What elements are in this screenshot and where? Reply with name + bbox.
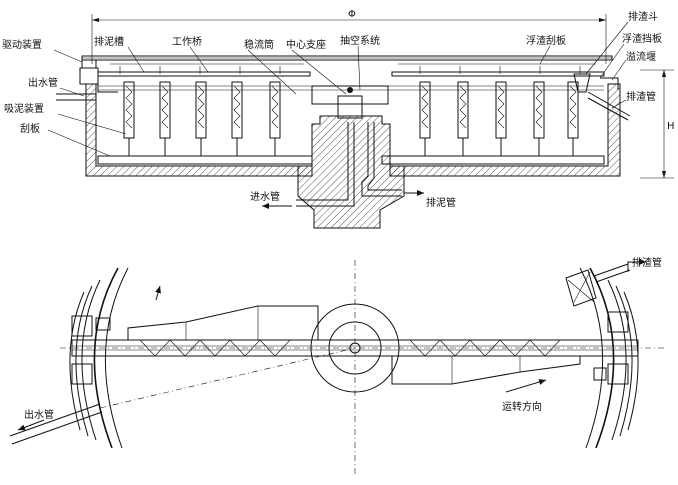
- label-sludge-pipe: 排泥管: [426, 196, 456, 209]
- tank-rim-right: [579, 267, 639, 449]
- plan-scum-hopper: [565, 269, 597, 307]
- label-rotation: 运转方向: [502, 400, 542, 413]
- label-outlet-pipe: 出水管: [28, 76, 58, 89]
- plan-drive-left: [71, 315, 93, 337]
- diameter-label: Φ: [348, 9, 356, 20]
- outlet-pipe-section: [56, 93, 96, 101]
- inlet-pipe-section: [296, 122, 349, 201]
- suction-tubes-left: [97, 81, 313, 165]
- plan-trough-right: [391, 356, 581, 385]
- tank-wall-right: [389, 83, 621, 177]
- scraper-right: [381, 155, 605, 165]
- center-support: [337, 95, 363, 119]
- label-center-support: 中心支座: [286, 38, 326, 51]
- leaders-section: [47, 21, 629, 157]
- label-sludge-trough: 排泥槽: [94, 35, 124, 48]
- stilling-cylinder: [311, 85, 389, 105]
- drive-housing: [79, 67, 99, 85]
- label-weir: 溢流堰: [626, 50, 656, 63]
- label-vacuum-system: 抽空系统: [340, 34, 380, 47]
- plan-trough-left: [127, 305, 319, 340]
- suction-tubes-right: [381, 81, 605, 165]
- plan-outlet-pipe: [9, 403, 103, 445]
- center-pier: [297, 115, 405, 229]
- scum-pipe-section: [587, 91, 631, 121]
- plan-center-well: [310, 303, 400, 393]
- label-scum-scraper: 浮渣刮板: [526, 34, 566, 47]
- scraper-left: [97, 155, 313, 165]
- label-work-bridge: 工作桥: [172, 36, 202, 48]
- label-scum-baffle: 浮渣挡板: [622, 32, 662, 45]
- plan-view: 排渣管 出水管 运转方向: [9, 256, 664, 474]
- tank-wall-left: [85, 83, 313, 177]
- label-scum-pipe: 排渣管: [626, 90, 656, 103]
- diameter-dimension: Φ: [91, 9, 607, 64]
- label-plan-outlet-pipe: 出水管: [24, 408, 54, 421]
- section-view: Φ H: [2, 9, 675, 229]
- label-drive: 驱动装置: [2, 38, 42, 51]
- label-suction: 吸泥装置: [4, 102, 44, 115]
- label-scum-hopper: 排渣斗: [628, 10, 658, 23]
- scum-hopper: [573, 73, 591, 93]
- tank-rim-left: [69, 267, 129, 449]
- sludge-pipe-section: [361, 122, 402, 197]
- label-scraper: 刮板: [20, 122, 40, 135]
- plan-drive-right: [607, 311, 629, 333]
- height-dimension: H: [640, 69, 675, 179]
- plan-bridge: [71, 339, 639, 357]
- label-stilling-cylinder: 稳流筒: [244, 38, 274, 51]
- height-label: H: [667, 121, 675, 132]
- label-inlet-pipe: 进水管: [250, 190, 280, 203]
